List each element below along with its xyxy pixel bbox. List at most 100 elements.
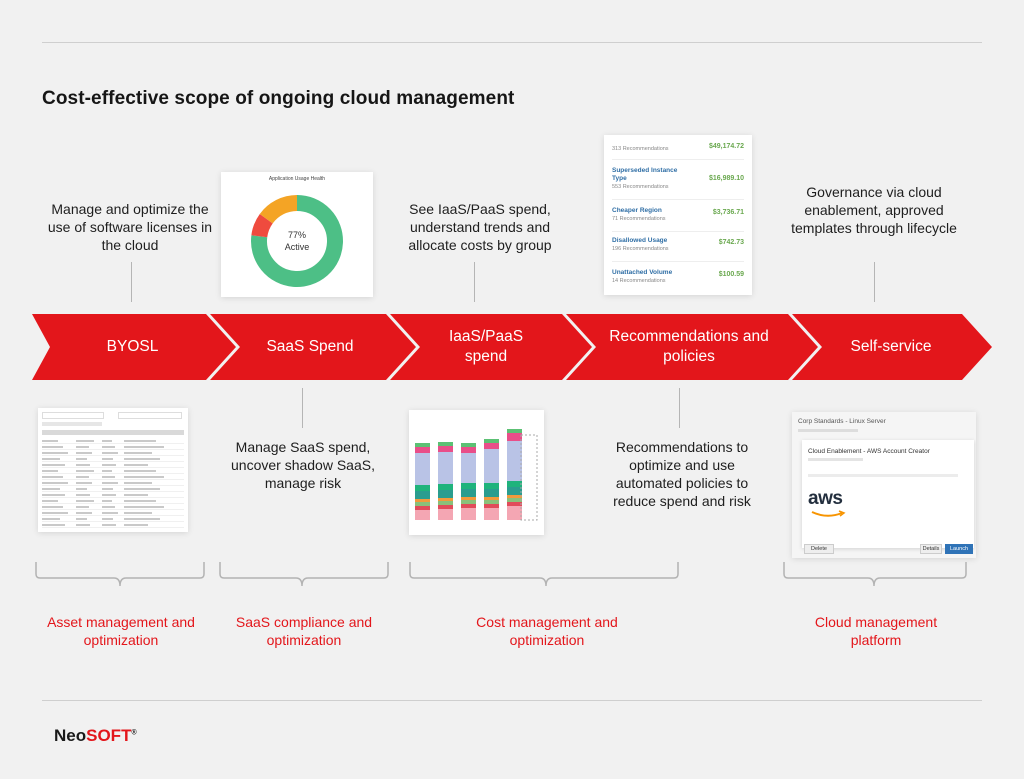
rec-row-4[interactable]: Unattached Volume 14 Recommendations $10… bbox=[612, 269, 744, 285]
table-row bbox=[42, 468, 184, 474]
stack-segment bbox=[484, 439, 499, 443]
arrow-byosl[interactable] bbox=[32, 314, 236, 380]
table-row bbox=[42, 456, 184, 462]
stack-segment bbox=[438, 490, 453, 498]
table-row bbox=[42, 498, 184, 504]
category-brackets bbox=[35, 562, 967, 587]
rec-count: 14 Recommendations bbox=[612, 278, 666, 284]
cost-trend-stacked-bars bbox=[415, 429, 538, 521]
rec-row-2[interactable]: Cheaper Region 71 Recommendations $3,736… bbox=[612, 207, 744, 223]
catalog-item-title: Cloud Enablement - AWS Account Creator bbox=[808, 448, 930, 455]
rec-row-1[interactable]: Superseded Instance Type 553 Recommendat… bbox=[612, 167, 744, 191]
saas-description: Manage SaaS spend, uncover shadow SaaS, … bbox=[231, 439, 375, 491]
stack-segment bbox=[415, 502, 430, 506]
catalog-item-panel[interactable]: Cloud Enablement - AWS Account Creator a… bbox=[802, 440, 974, 548]
rec-value: $742.73 bbox=[718, 239, 744, 246]
rec-value: $3,736.71 bbox=[712, 209, 744, 216]
category-cloud-management: Cloud management platform bbox=[814, 614, 938, 648]
stage-label-saas-spend: SaaS Spend bbox=[266, 338, 354, 355]
rec-name: Unattached Volume bbox=[612, 269, 673, 276]
stack-segment bbox=[507, 502, 522, 506]
stack-segment bbox=[507, 495, 522, 498]
aws-logo-icon: aws bbox=[808, 488, 843, 509]
stack-segment bbox=[507, 433, 522, 441]
rec-value: $16,989.10 bbox=[708, 175, 744, 182]
arrow-iaas-paas[interactable] bbox=[390, 314, 592, 380]
usage-health-card: Application Usage Health 77% Active bbox=[221, 172, 373, 297]
neosoft-logo: NeoSOFT® bbox=[54, 726, 137, 746]
stack-segment bbox=[438, 484, 453, 490]
table-row bbox=[42, 462, 184, 468]
table-row bbox=[42, 486, 184, 492]
stack-segment bbox=[507, 481, 522, 487]
stack-segment bbox=[415, 499, 430, 502]
bracket-saas bbox=[219, 562, 389, 587]
stack-segment bbox=[461, 489, 476, 497]
usage-health-donut bbox=[251, 195, 343, 287]
byosl-connector bbox=[131, 262, 132, 302]
asset-table-rows bbox=[42, 438, 184, 528]
stack-segment bbox=[415, 485, 430, 491]
stack-segment bbox=[461, 504, 476, 508]
stack-segment bbox=[484, 504, 499, 508]
donut-center-value: 77% bbox=[287, 230, 306, 240]
donut-segment bbox=[251, 195, 343, 287]
logo-part-soft: SOFT bbox=[86, 726, 132, 745]
saas-connector bbox=[302, 388, 303, 428]
forecast-outline bbox=[520, 434, 538, 521]
category-asset-management: Asset management and optimization bbox=[47, 614, 195, 648]
logo-registered-mark: ® bbox=[131, 729, 137, 737]
launch-button[interactable]: Launch bbox=[945, 544, 973, 554]
stack-segment bbox=[415, 447, 430, 453]
rec-count: 313 Recommendations bbox=[612, 146, 669, 152]
stack-segment bbox=[484, 508, 499, 520]
donut-segment bbox=[259, 195, 298, 224]
details-button[interactable]: Details bbox=[920, 544, 942, 554]
rec-name: Cheaper Region bbox=[612, 207, 662, 214]
bracket-asset bbox=[35, 562, 205, 587]
logo-part-neo: Neo bbox=[54, 726, 87, 745]
stack-segment bbox=[461, 497, 476, 500]
bracket-cost bbox=[409, 562, 679, 587]
recommendations-card: 313 Recommendations $49,174.72 Supersede… bbox=[604, 135, 752, 295]
category-cost-management: Cost management and optimization bbox=[476, 614, 618, 648]
delete-button[interactable]: Delete bbox=[804, 544, 834, 554]
table-row bbox=[42, 480, 184, 486]
category-saas-compliance: SaaS compliance and optimization bbox=[235, 614, 373, 648]
rec-name: Disallowed Usage bbox=[612, 237, 668, 244]
stack-segment bbox=[461, 483, 476, 489]
stack-segment bbox=[484, 483, 499, 489]
stack-segment bbox=[484, 500, 499, 504]
iaas-description: See IaaS/PaaS spend, understand trends a… bbox=[408, 201, 552, 253]
stack-segment bbox=[484, 443, 499, 449]
asset-table-card bbox=[38, 408, 188, 532]
table-row bbox=[42, 444, 184, 450]
stage-label-self-service: Self-service bbox=[850, 338, 932, 355]
aws-smile-icon bbox=[811, 510, 846, 517]
stack-segment bbox=[507, 506, 522, 520]
process-arrow-chain bbox=[32, 314, 992, 380]
stack-segment bbox=[415, 491, 430, 499]
table-row bbox=[42, 504, 184, 510]
stack-segment bbox=[484, 489, 499, 497]
stack-segment bbox=[415, 443, 430, 447]
arrow-saas-spend[interactable] bbox=[210, 314, 416, 380]
stack-segment bbox=[484, 449, 499, 483]
stack-segment bbox=[507, 498, 522, 502]
stack-segment bbox=[461, 508, 476, 520]
table-row bbox=[42, 510, 184, 516]
rec-row-3[interactable]: Disallowed Usage 196 Recommendations $74… bbox=[612, 237, 744, 253]
bottom-divider bbox=[42, 700, 982, 701]
stack-segment bbox=[507, 487, 522, 495]
catalog-header: Corp Standards - Linux Server bbox=[798, 418, 886, 425]
rec-count: 553 Recommendations bbox=[612, 184, 669, 190]
stack-segment bbox=[438, 446, 453, 452]
stack-segment bbox=[507, 441, 522, 481]
stage-label-recommendations: Recommendations and policies bbox=[609, 328, 769, 365]
recommendations-description: Recommendations to optimize and use auto… bbox=[613, 439, 751, 509]
arrow-recommendations[interactable] bbox=[566, 314, 818, 380]
table-row bbox=[42, 450, 184, 456]
arrow-self-service[interactable] bbox=[792, 314, 992, 380]
table-row bbox=[42, 516, 184, 522]
rec-row-0[interactable]: 313 Recommendations $49,174.72 bbox=[612, 141, 744, 153]
